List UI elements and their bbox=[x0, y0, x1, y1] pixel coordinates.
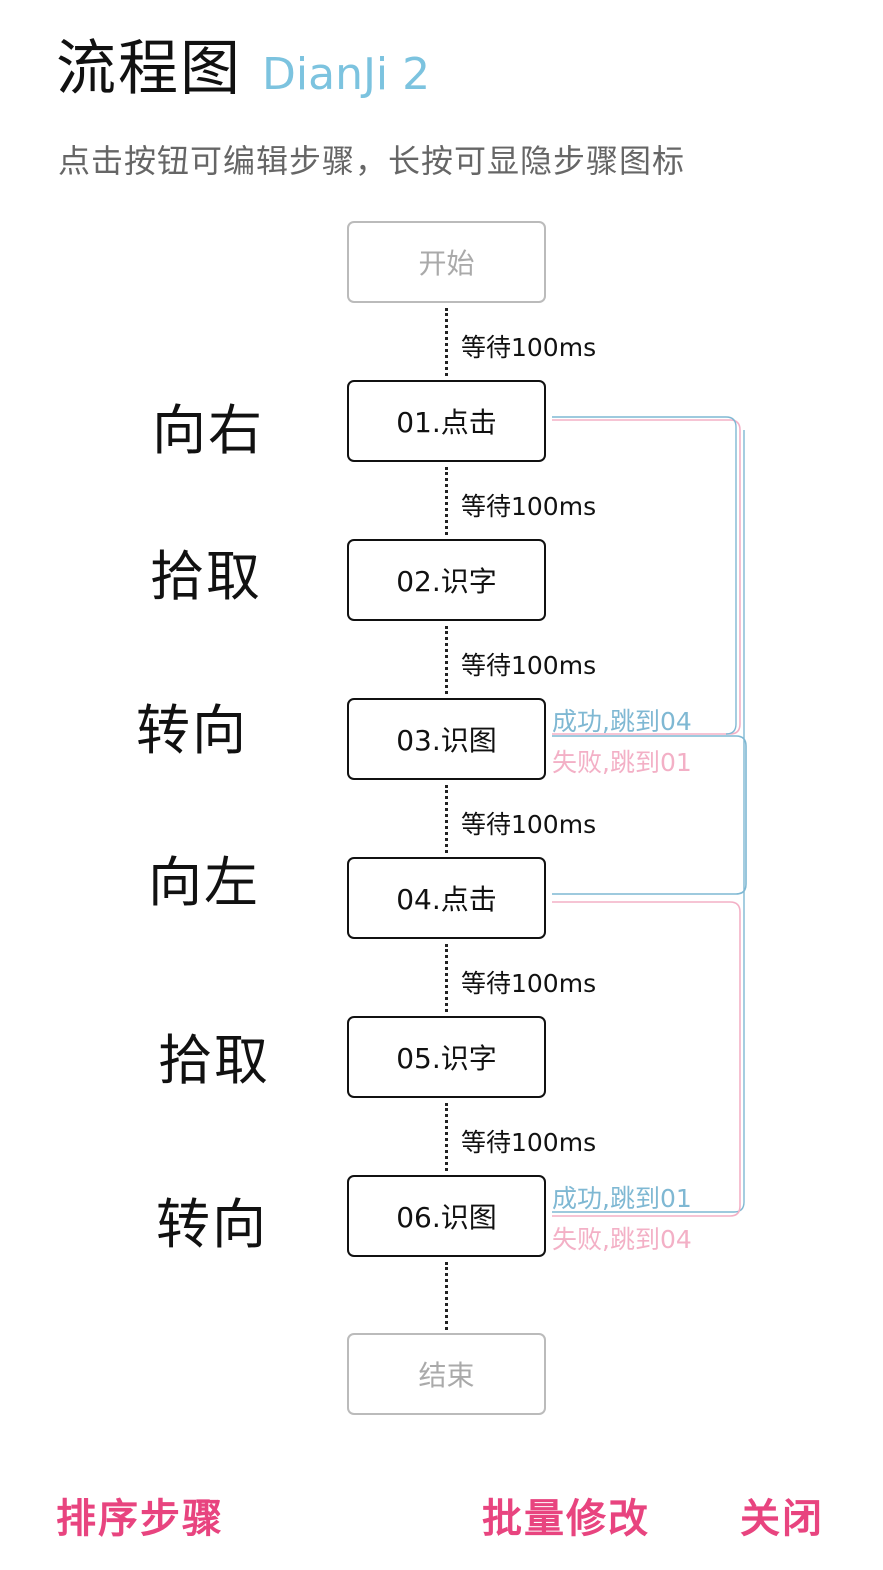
step-button-04[interactable]: 04.点击 bbox=[347, 857, 546, 939]
end-connector bbox=[445, 1262, 448, 1330]
wait-label: 等待100ms bbox=[461, 810, 597, 839]
wait-label: 等待100ms bbox=[461, 651, 597, 680]
step-side-label: 向左 bbox=[148, 851, 260, 914]
title-row: 流程图 DianJi 2 bbox=[56, 20, 430, 110]
close-button[interactable]: 关闭 bbox=[740, 1496, 824, 1542]
wait-label: 等待100ms bbox=[461, 1128, 597, 1157]
batch-edit-button[interactable]: 批量修改 bbox=[482, 1496, 650, 1542]
wait-connector bbox=[445, 944, 448, 1012]
step-side-label: 转向 bbox=[156, 1193, 268, 1256]
wait-connector bbox=[445, 467, 448, 535]
wait-connector bbox=[445, 626, 448, 694]
step-side-label: 拾取 bbox=[150, 545, 262, 608]
page-subtitle: DianJi 2 bbox=[262, 49, 431, 100]
success-branch-label: 成功,跳到01 bbox=[552, 1184, 692, 1213]
step-side-label: 拾取 bbox=[158, 1029, 270, 1092]
wait-label: 等待100ms bbox=[461, 333, 597, 362]
page-title: 流程图 bbox=[56, 34, 242, 104]
step-button-01[interactable]: 01.点击 bbox=[347, 380, 546, 462]
wait-label: 等待100ms bbox=[461, 969, 597, 998]
step-side-label: 向右 bbox=[152, 399, 264, 462]
wait-label: 等待100ms bbox=[461, 492, 597, 521]
hint-text: 点击按钮可编辑步骤，长按可显隐步骤图标 bbox=[58, 142, 686, 180]
wait-connector bbox=[445, 785, 448, 853]
start-node: 开始 bbox=[347, 221, 546, 303]
fail-branch-label: 失败,跳到01 bbox=[552, 748, 692, 777]
step-button-06[interactable]: 06.识图 bbox=[347, 1175, 546, 1257]
step-button-05[interactable]: 05.识字 bbox=[347, 1016, 546, 1098]
step-button-03[interactable]: 03.识图 bbox=[347, 698, 546, 780]
fail-branch-label: 失败,跳到04 bbox=[552, 1225, 692, 1254]
sort-steps-button[interactable]: 排序步骤 bbox=[56, 1496, 224, 1542]
wait-connector bbox=[445, 308, 448, 376]
step-button-02[interactable]: 02.识字 bbox=[347, 539, 546, 621]
success-branch-label: 成功,跳到04 bbox=[552, 707, 692, 736]
wait-connector bbox=[445, 1103, 448, 1171]
end-node: 结束 bbox=[347, 1333, 546, 1415]
step-side-label: 转向 bbox=[136, 699, 248, 762]
